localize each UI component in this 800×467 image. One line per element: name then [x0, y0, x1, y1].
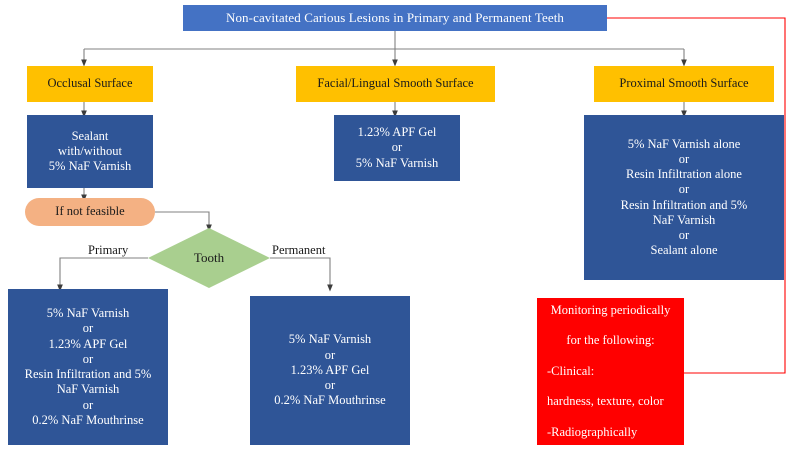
decision-label: Tooth [193, 250, 225, 265]
node-primary-treatment: 5% NaF Varnish or 1.23% APF Gel or Resin… [8, 289, 168, 445]
node-proximal-treatment: 5% NaF Varnish alone or Resin Infiltrati… [584, 115, 784, 280]
monitoring-line-5: -Radiographically [547, 424, 638, 439]
wire-decision-primary [57, 257, 148, 292]
edge-label-primary: Primary [88, 243, 129, 257]
monitoring-line-4: hardness, texture, color [547, 394, 664, 409]
wire-notfeasible-to-decision [155, 211, 212, 232]
node-branch-proximal-surface: Proximal Smooth Surface [594, 66, 774, 102]
node-branch-occlusal-surface: Occlusal Surface [27, 66, 153, 102]
node-monitoring: Monitoring periodically for the followin… [537, 298, 684, 445]
edge-label-permanent: Permanent [272, 243, 326, 257]
node-branch-facial-lingual-surface: Facial/Lingual Smooth Surface [296, 66, 495, 102]
node-title: Non-cavitated Carious Lesions in Primary… [183, 5, 607, 31]
node-occlusal-treatment: Sealant with/without 5% NaF Varnish [27, 115, 153, 188]
monitoring-line-1: Monitoring periodically [550, 302, 671, 317]
wire-decision-permanent [270, 257, 333, 292]
diamond-shape-icon [148, 228, 270, 288]
monitoring-text-block: Monitoring periodically for the followin… [537, 288, 684, 456]
node-decision-tooth: Tooth [148, 228, 270, 288]
node-permanent-treatment: 5% NaF Varnish or 1.23% APF Gel or 0.2% … [250, 296, 410, 445]
node-if-not-feasible: If not feasible [25, 198, 155, 226]
monitoring-line-2: for the following: [566, 333, 655, 348]
node-facial-lingual-treatment: 1.23% APF Gel or 5% NaF Varnish [334, 115, 460, 181]
monitoring-line-3: -Clinical: [547, 363, 595, 378]
